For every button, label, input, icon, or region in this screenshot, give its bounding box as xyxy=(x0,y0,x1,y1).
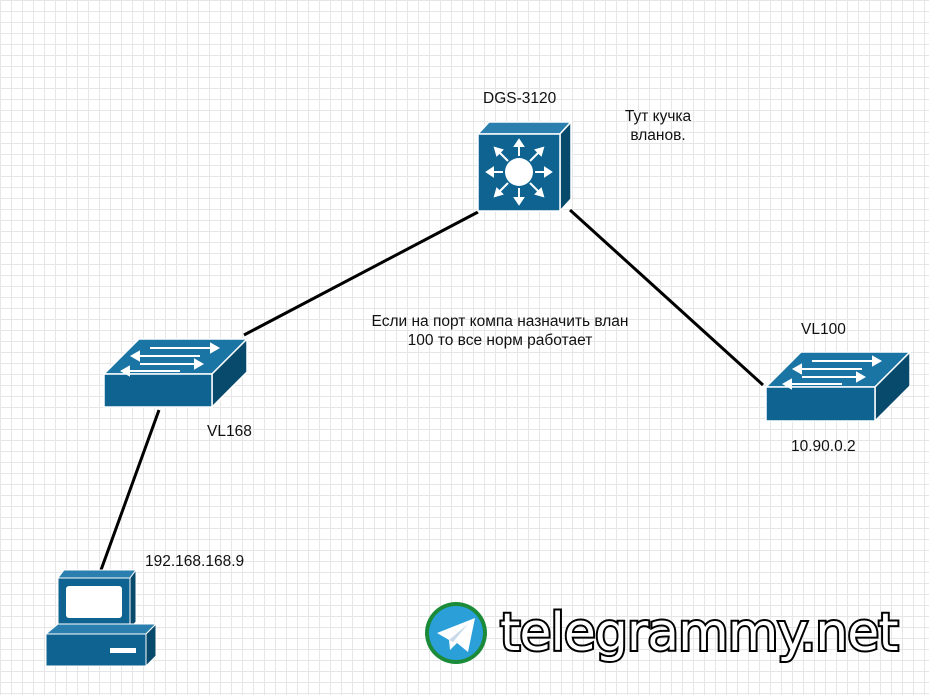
right-switch-ip: 10.90.0.2 xyxy=(791,438,856,455)
pc-ip-label: 192.168.168.9 xyxy=(145,553,245,570)
left-switch-label: VL168 xyxy=(207,423,252,440)
switch-icon[interactable] xyxy=(764,350,912,423)
center-note: Если на порт компа назначить влан 100 то… xyxy=(371,313,629,349)
telegram-logo xyxy=(425,602,487,664)
vlan-note: Тут кучка вланов. xyxy=(624,108,692,144)
link-left-to-core xyxy=(243,210,479,337)
workstation-icon[interactable] xyxy=(44,568,158,668)
l3-switch-icon[interactable] xyxy=(476,120,573,213)
right-switch-label: VL100 xyxy=(801,321,846,338)
link-core-to-right xyxy=(568,208,765,387)
link-pc-to-left xyxy=(99,409,161,571)
watermark-text: telegrammy.net xyxy=(498,601,901,665)
core-switch-label: DGS-3120 xyxy=(483,90,557,107)
switch-icon[interactable] xyxy=(102,337,249,409)
